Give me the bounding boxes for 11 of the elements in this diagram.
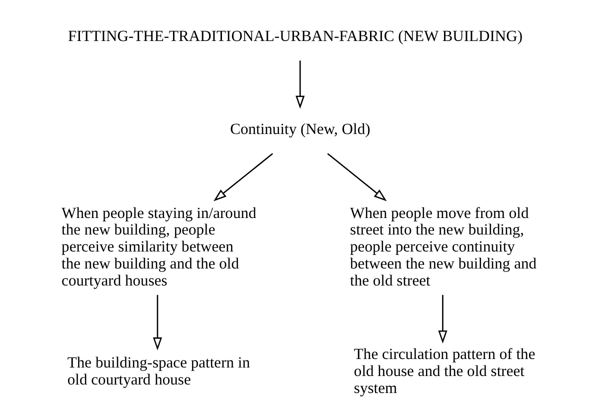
node-text: When people staying in/around the new building, people perceive similarity between the new building and the old courtyard houses <box>61 204 256 290</box>
arrow <box>295 60 304 109</box>
arrow <box>212 153 273 202</box>
node-text: The circulation pattern of the old house and the old street system <box>353 346 535 397</box>
node-text: The building-space pattern in old courtyard house <box>66 354 250 388</box>
arrow <box>326 153 386 202</box>
node-text: Continuity (New, Old) <box>230 121 370 138</box>
node-text: FITTING-THE-TRADITIONAL-URBAN-FABRIC (NEW BUILDING) <box>68 28 522 45</box>
arrow <box>438 294 447 344</box>
node-text: When people move from old street into the new building, people perceive continuity between the new building and the old street <box>350 204 536 290</box>
arrow <box>152 294 162 350</box>
